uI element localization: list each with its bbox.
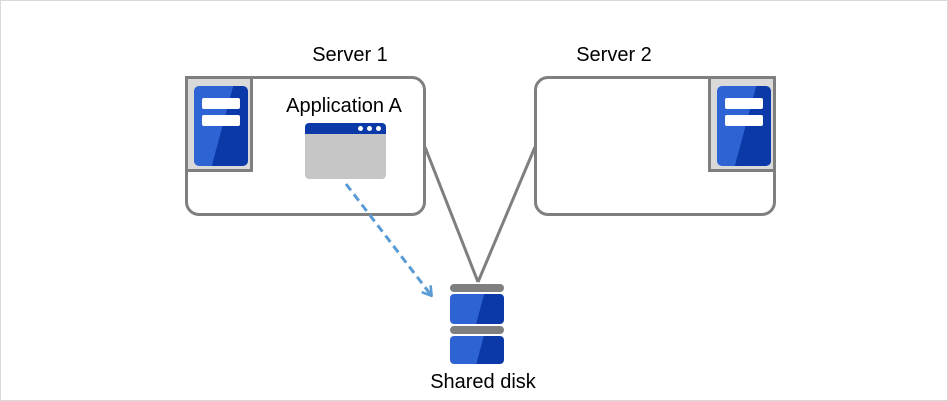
server1-label: Server 1: [312, 44, 388, 66]
application-a-label: Application A: [286, 95, 402, 117]
tower-body: [717, 86, 771, 166]
tower-slot: [202, 115, 240, 126]
disk-platter: [450, 336, 504, 364]
window-titlebar: [305, 123, 386, 134]
connector-server1-disk: [423, 146, 480, 283]
shared-disk-icon: [450, 284, 504, 364]
server-tower-icon: [185, 76, 253, 172]
connector-server2-disk: [476, 146, 537, 283]
tower-body: [194, 86, 248, 166]
disk-platter: [450, 294, 504, 324]
window-body: [305, 134, 386, 179]
tower-slot: [202, 98, 240, 109]
server2-label: Server 2: [576, 44, 652, 66]
server-tower-icon: [708, 76, 776, 172]
window-dot: [367, 126, 372, 131]
tower-slot: [725, 115, 763, 126]
window-dot: [358, 126, 363, 131]
window-dot: [376, 126, 381, 131]
shared-disk-label: Shared disk: [430, 371, 536, 393]
disk-cap: [450, 284, 504, 292]
disk-cap: [450, 326, 504, 334]
app-window-icon: [305, 123, 386, 179]
tower-slot: [725, 98, 763, 109]
